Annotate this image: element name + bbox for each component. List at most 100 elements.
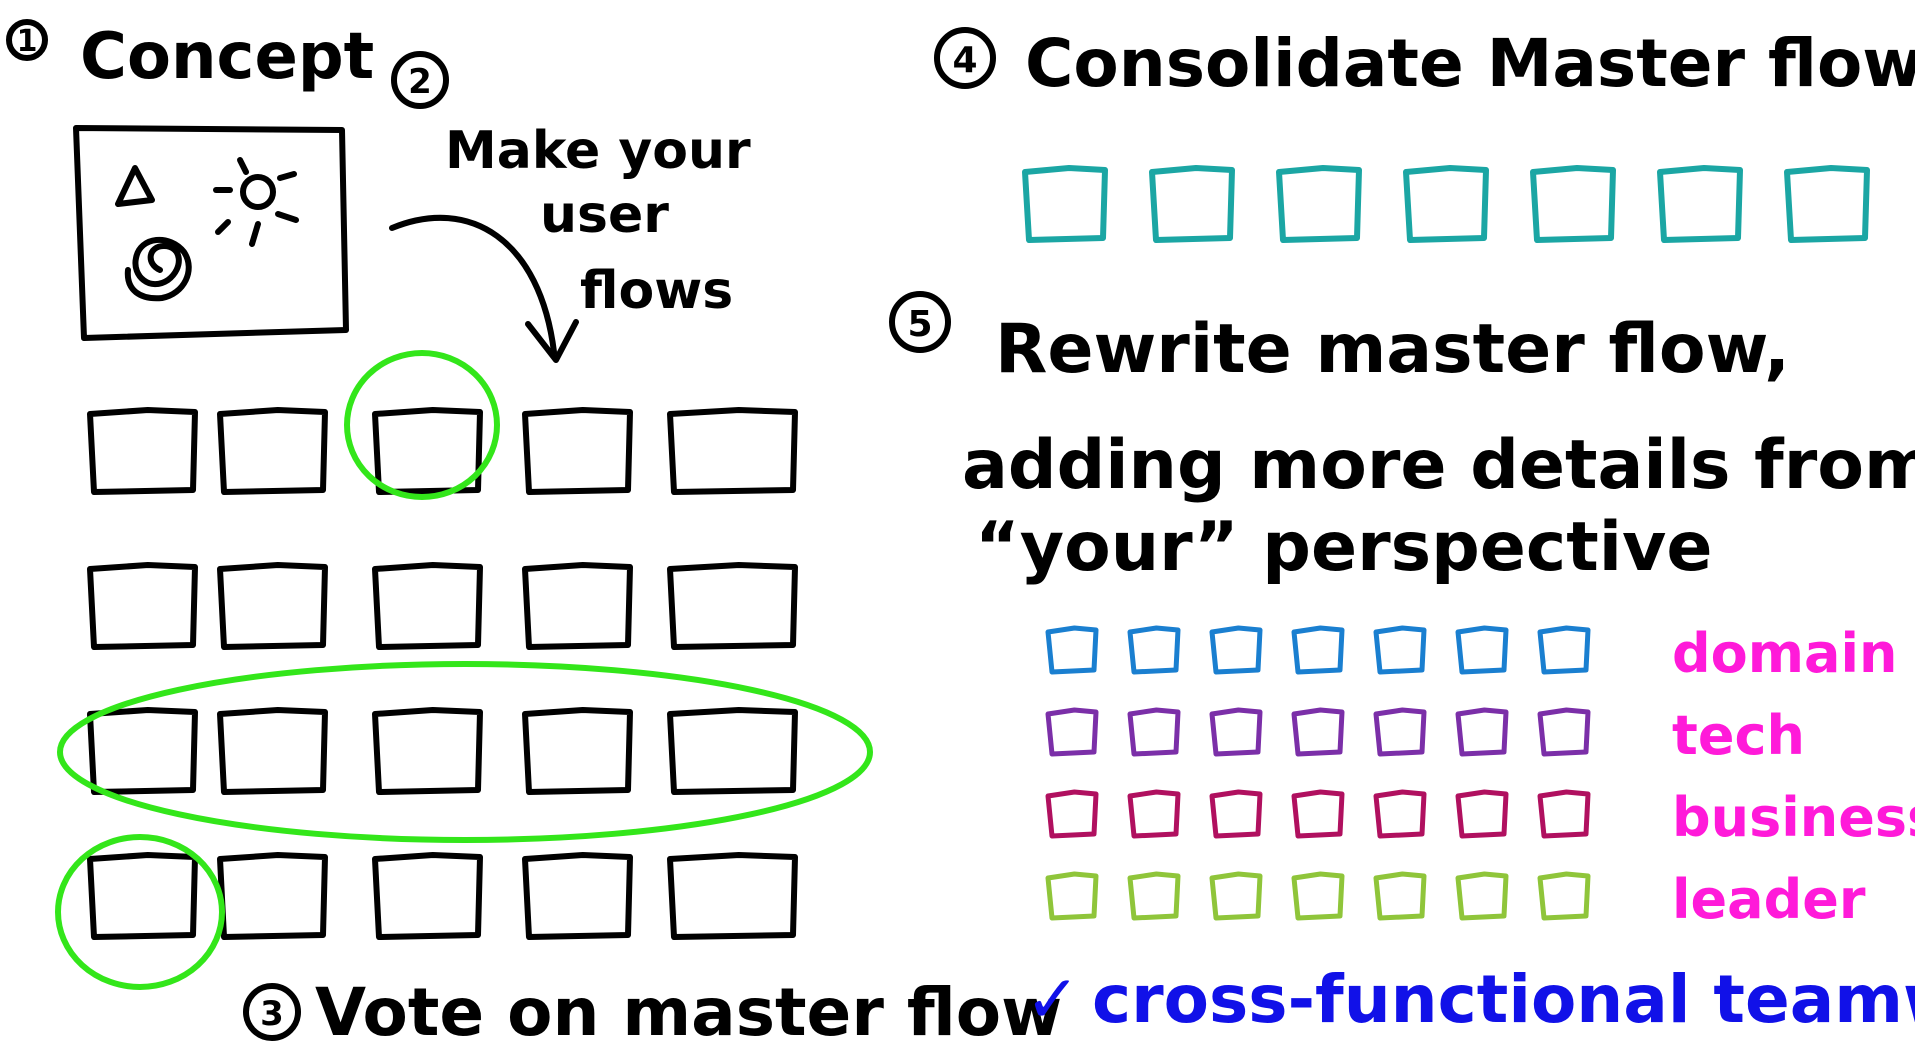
step2-line1: Make your <box>445 121 751 181</box>
perspective-card <box>1455 707 1509 757</box>
perspective-card <box>1209 789 1263 839</box>
vote-oval-row <box>57 661 873 843</box>
concept-box <box>73 125 349 341</box>
footer: ✓ cross-functional teamwork <box>1025 961 1915 1038</box>
step4-label: Consolidate Master flow <box>1025 25 1915 102</box>
step5-badge <box>889 291 951 353</box>
spiral-icon <box>124 236 192 302</box>
user-flow-card <box>667 707 798 795</box>
perspective-card <box>1455 789 1509 839</box>
step2-number: 2 <box>408 62 432 102</box>
master-flow-card <box>1530 165 1616 243</box>
perspective-card <box>1455 625 1509 675</box>
master-flow-card <box>1149 165 1235 243</box>
triangle-icon <box>115 165 155 207</box>
perspective-card <box>1291 871 1345 921</box>
perspective-card <box>1537 707 1591 757</box>
perspective-label: tech <box>1672 704 1805 767</box>
user-flow-card <box>87 562 198 650</box>
step4-header: 4 Consolidate Master flow <box>934 25 1915 102</box>
step5-line1: Rewrite master flow, <box>995 310 1790 389</box>
step3-badge <box>243 983 301 1041</box>
vote-highlights <box>55 350 873 990</box>
perspective-card <box>1537 789 1591 839</box>
vote-circle-single-card <box>344 350 500 500</box>
master-flow-card <box>1022 165 1108 243</box>
step5-line3: “your” perspective <box>975 508 1712 587</box>
user-flow-card <box>522 852 633 940</box>
step4-number: 4 <box>952 40 977 81</box>
step5-header: 5 Rewrite master flow, adding more detai… <box>889 291 1915 587</box>
perspective-card <box>1373 789 1427 839</box>
step4-badge <box>934 27 996 89</box>
step1-label: Concept <box>80 20 374 94</box>
perspective-rows: domain tech business leader <box>1045 622 1915 931</box>
perspective-card <box>1045 625 1099 675</box>
user-flow-card <box>522 407 633 495</box>
user-flow-grid <box>87 407 798 940</box>
perspective-card <box>1291 707 1345 757</box>
check-icon: ✓ <box>1025 961 1080 1038</box>
user-flow-card <box>217 562 328 650</box>
perspective-card <box>1455 871 1509 921</box>
perspective-card <box>1537 871 1591 921</box>
perspective-card <box>1209 871 1263 921</box>
vote-circle-first-card <box>55 834 225 990</box>
user-flow-card <box>667 407 798 495</box>
step3-label: Vote on master flow <box>315 974 1062 1051</box>
user-flow-card <box>87 707 198 795</box>
perspective-card <box>1045 871 1099 921</box>
step2-header: 2 Make your user flows <box>389 51 751 363</box>
perspective-card <box>1373 707 1427 757</box>
step3-header: 3 Vote on master flow <box>243 974 1062 1051</box>
user-flow-card <box>87 852 198 940</box>
perspective-card <box>1127 707 1181 757</box>
user-flow-card <box>667 852 798 940</box>
user-flow-card <box>372 562 483 650</box>
perspective-card <box>1045 707 1099 757</box>
step2-line3: flows <box>580 261 733 321</box>
user-flow-card <box>372 707 483 795</box>
user-flow-card <box>372 407 483 495</box>
perspective-card <box>1537 625 1591 675</box>
perspective-card <box>1373 625 1427 675</box>
perspective-card <box>1373 871 1427 921</box>
perspective-card <box>1209 707 1263 757</box>
user-flow-card <box>217 407 328 495</box>
user-flow-card <box>217 852 328 940</box>
user-flow-card <box>667 562 798 650</box>
footer-label: cross-functional teamwork <box>1092 961 1915 1038</box>
master-flow-card <box>1403 165 1489 243</box>
perspective-label: business <box>1672 786 1915 849</box>
step1-header: 1 Concept <box>6 19 374 94</box>
step3-number: 3 <box>260 994 284 1034</box>
perspective-card <box>1291 625 1345 675</box>
step5-line2: adding more details from <box>962 426 1915 505</box>
sun-icon <box>213 157 299 247</box>
master-flow-card <box>1657 165 1743 243</box>
step2-badge <box>391 51 449 109</box>
concept-frame <box>73 125 349 341</box>
perspective-card <box>1127 871 1181 921</box>
user-flow-card <box>372 852 483 940</box>
master-flow-card <box>1276 165 1362 243</box>
step5-number: 5 <box>907 304 932 345</box>
master-flow-card <box>1784 165 1870 243</box>
user-flow-card <box>217 707 328 795</box>
perspective-label: leader <box>1672 868 1866 931</box>
perspective-card <box>1127 789 1181 839</box>
perspective-label: domain <box>1672 622 1897 685</box>
step1-badge <box>6 19 48 61</box>
user-flow-card <box>522 562 633 650</box>
step1-number: 1 <box>17 24 38 59</box>
perspective-card <box>1291 789 1345 839</box>
perspective-card <box>1127 625 1181 675</box>
user-flow-card <box>522 707 633 795</box>
arrow-to-flows <box>389 214 557 355</box>
perspective-card <box>1209 625 1263 675</box>
user-flow-card <box>87 407 198 495</box>
master-flow-row <box>1022 165 1870 243</box>
step2-line2: user <box>540 185 669 245</box>
perspective-card <box>1045 789 1099 839</box>
